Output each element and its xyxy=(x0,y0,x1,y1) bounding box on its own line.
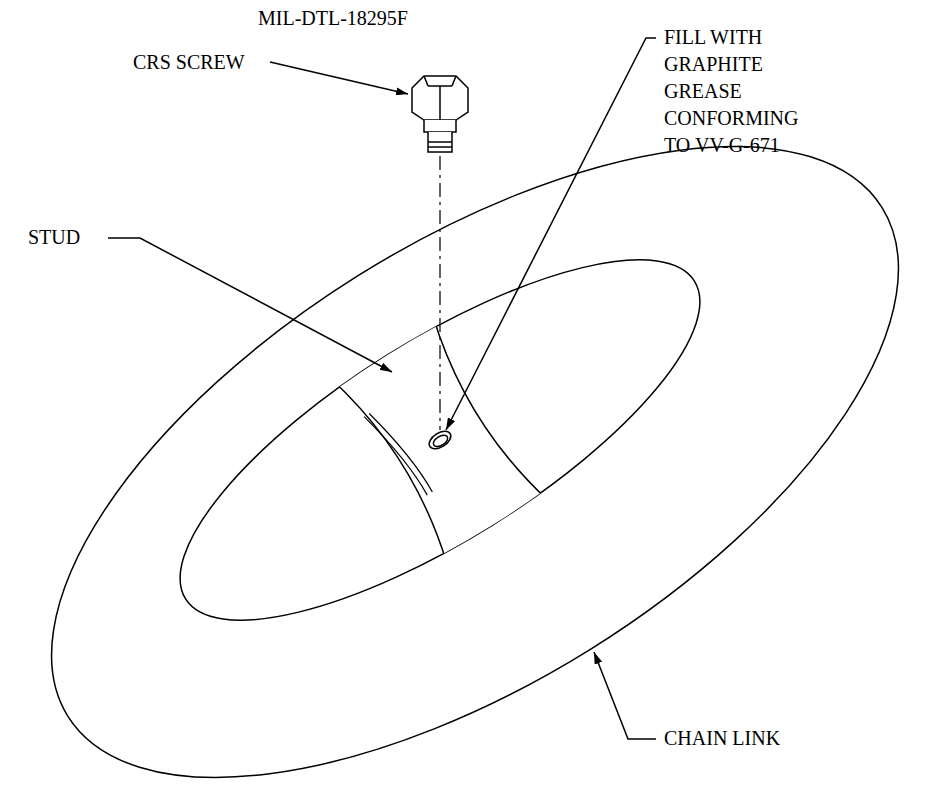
leader-line xyxy=(446,38,656,430)
part-label: CHAIN LINK xyxy=(664,725,780,752)
stud-ridge xyxy=(364,410,427,501)
grease-hole xyxy=(431,433,449,449)
chain-link-outline xyxy=(0,21,945,788)
leader-line xyxy=(594,652,656,739)
spec-label: MIL-DTL-18295F xyxy=(258,5,408,32)
part-label: STUD xyxy=(28,224,80,251)
leader-line xyxy=(270,62,408,94)
leader-line xyxy=(108,238,392,372)
note-label: FILL WITH GRAPHITE GREASE CONFORMING TO … xyxy=(664,24,814,159)
stud-ridge xyxy=(369,407,432,498)
center-line xyxy=(439,156,440,430)
crs-screw xyxy=(412,76,468,152)
part-label: CRS SCREW xyxy=(133,49,245,76)
grease-hole xyxy=(426,428,454,453)
